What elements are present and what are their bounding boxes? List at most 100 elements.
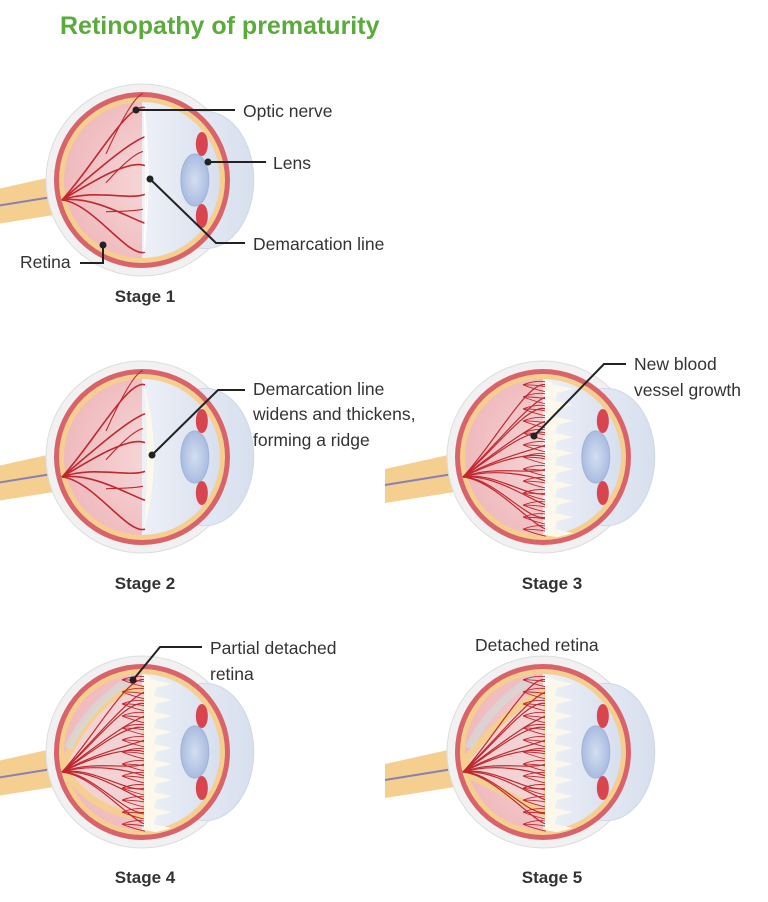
neovascular-branch <box>522 715 547 719</box>
neovascular-branch <box>522 492 547 501</box>
neovascular-branch <box>121 775 146 779</box>
retinal-vessel <box>61 135 146 201</box>
retinal-vessel <box>61 739 146 773</box>
neovascular-branch <box>121 799 146 808</box>
demarcation-label: Demarcation line <box>253 234 384 254</box>
neovascular-branch <box>522 396 547 400</box>
optic-nerve-vessel <box>384 472 460 486</box>
neovascular-branch <box>522 760 547 765</box>
neovascular-branch <box>522 796 547 801</box>
stage-5-label: Stage 5 <box>522 868 582 887</box>
stage-1-eye <box>0 83 255 277</box>
retinal-vessel <box>61 771 146 801</box>
vessel-growth-leader <box>533 363 626 437</box>
retinal-vessel <box>61 726 146 773</box>
neovascular-branch <box>522 456 547 465</box>
neovascular-branch <box>522 784 547 789</box>
neovascular-branch <box>522 727 547 736</box>
retinal-vessel <box>462 702 547 773</box>
neovascular-branch <box>522 763 547 767</box>
neovascular-branch <box>522 711 547 717</box>
neovascular-branch <box>121 739 146 743</box>
neovascular-branch <box>522 727 547 731</box>
retinal-vessel <box>462 476 547 506</box>
optic-nerve-label: Optic nerve <box>243 101 332 121</box>
neovascular-branch <box>522 775 547 779</box>
neovascular-branch <box>121 699 146 705</box>
demarcation-pointer-dot <box>146 175 154 183</box>
retinal-vessel <box>61 198 146 225</box>
neovascular-branch <box>522 823 547 827</box>
neovascular-branch <box>522 492 547 496</box>
retinal-vessel <box>61 412 146 478</box>
neovascular-branch <box>522 691 547 695</box>
stage-4-label: Stage 4 <box>115 868 176 887</box>
retinal-vessel-branch <box>105 93 144 155</box>
eye-illustrations <box>0 83 656 849</box>
optic-nerve-vessel <box>0 472 59 484</box>
neovascular-branch <box>522 440 547 446</box>
retinal-vessel <box>61 383 146 478</box>
neovascular-branch <box>522 456 547 460</box>
demarcation-leader <box>149 178 245 244</box>
neovascular-branch <box>522 444 547 448</box>
neovascular-branch <box>522 820 547 825</box>
neovascular-branch <box>522 501 547 506</box>
neovascular-branch <box>522 408 547 412</box>
optic-nerve-vessel <box>0 195 59 207</box>
iris-upper <box>596 409 609 433</box>
retinal-vessel <box>462 407 547 478</box>
retinal-vessel-branch <box>105 485 144 490</box>
neovascular-branch <box>522 384 547 388</box>
neovascular-branch <box>522 691 547 700</box>
retinal-vessel <box>61 163 146 201</box>
retinal-vessel <box>462 444 547 478</box>
neovascular-branch <box>522 715 547 724</box>
neovascular-branch <box>522 452 547 458</box>
lens <box>581 430 611 484</box>
neovascular-branch <box>121 799 146 803</box>
retinal-vessel <box>462 431 547 478</box>
retinal-vessel <box>61 470 146 478</box>
neovascular-branch <box>522 420 547 429</box>
neovascular-branch <box>121 703 146 707</box>
neovascular-branch <box>121 727 146 736</box>
neovascular-branch <box>522 428 547 434</box>
neovascular-branch <box>522 799 547 808</box>
neovascular-branch <box>522 380 547 386</box>
neovascular-branch <box>121 775 146 784</box>
vessel-growth-pointer-dot <box>530 432 538 440</box>
lens <box>180 725 210 779</box>
iris-lower <box>596 481 609 505</box>
retinal-vessel <box>462 454 547 478</box>
vessel-growth-label-line-2: vessel growth <box>634 380 741 400</box>
neovascular-branch <box>121 787 146 796</box>
neovascular-branch <box>522 703 547 712</box>
iris-upper <box>195 409 208 433</box>
neovascular-branch <box>121 751 146 755</box>
retinal-vessel <box>462 726 547 773</box>
retinal-vessel <box>61 199 146 254</box>
ridge-label-line-1: Demarcation line <box>253 379 384 399</box>
retina-pointer-dot <box>99 241 107 249</box>
retina-leader <box>80 245 104 264</box>
retinal-vessel <box>462 771 547 801</box>
lens <box>180 153 210 207</box>
neovascular-branch <box>121 675 146 681</box>
neovascular-branch <box>121 711 146 717</box>
retinal-vessel <box>61 476 146 531</box>
neovascular-branch <box>121 820 146 825</box>
retinal-vessel <box>462 476 547 519</box>
neovascular-branch <box>121 747 146 753</box>
stage-4-callouts: Partial detached retina Stage 4 <box>115 638 337 887</box>
neovascular-branch <box>121 796 146 801</box>
ridge-leader <box>151 389 245 456</box>
neovascular-branch <box>522 444 547 453</box>
optic-nerve-vessel <box>384 767 460 781</box>
neovascular-branch <box>522 811 547 820</box>
retinal-vessel <box>61 440 146 478</box>
fibrovascular-ridge <box>144 673 172 833</box>
retinal-vessel <box>61 475 146 502</box>
neovascular-branch <box>121 772 146 777</box>
neovascular-branch <box>522 699 547 705</box>
